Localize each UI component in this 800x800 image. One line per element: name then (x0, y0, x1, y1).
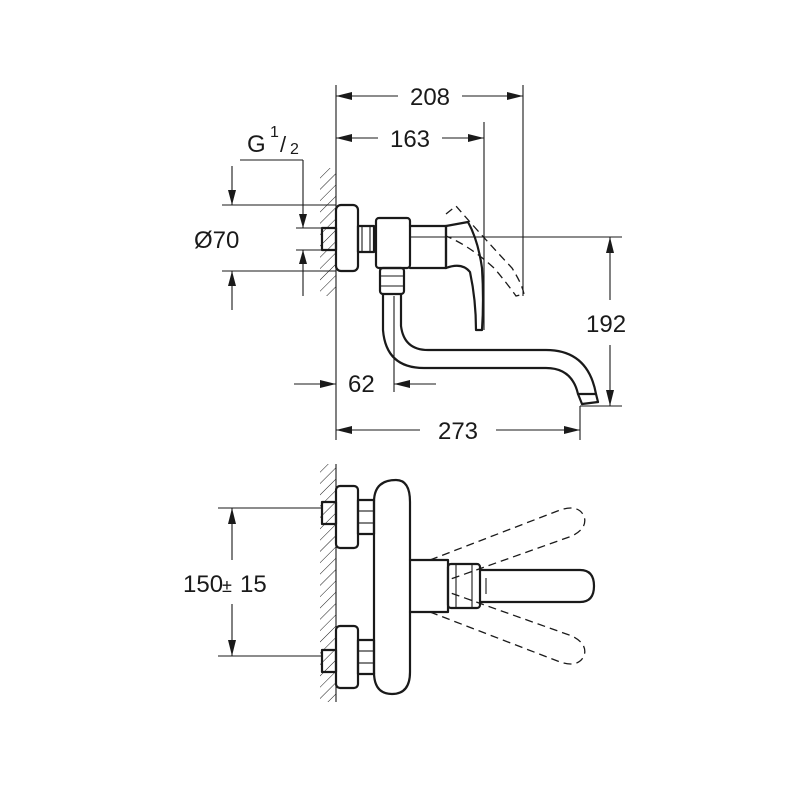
lever-swing-left (429, 507, 586, 581)
dim-centers-tolerance: 15 (240, 571, 267, 598)
escutcheon-top (334, 484, 360, 550)
spout-inner (399, 292, 600, 404)
lever-side (444, 220, 485, 332)
lever-plan (478, 568, 596, 604)
thread-letter: G (247, 131, 266, 158)
spout-swivel (378, 266, 406, 296)
lever-alt-position (445, 205, 525, 297)
plan-dimensions: 150 ± 15 (183, 507, 322, 657)
thread-denominator: 2 (290, 141, 299, 158)
nut-top (356, 498, 376, 536)
plan-view (320, 464, 596, 702)
escutcheon-side (334, 203, 360, 273)
mixer-body-plan (372, 478, 412, 696)
spout-outer (381, 292, 584, 406)
nut-bottom (356, 638, 376, 676)
escutcheon-bottom (334, 624, 360, 690)
dim-spout-reach: 273 (438, 418, 478, 445)
svg-text:/: / (280, 132, 287, 157)
mixer-body-side (374, 216, 412, 270)
wall-hatch-side (320, 168, 336, 296)
cartridge (446, 562, 482, 610)
dim-escutcheon-diameter: Ø70 (194, 227, 239, 254)
dim-height: 192 (586, 311, 626, 338)
cartridge-housing (408, 558, 450, 614)
dim-spout-offset: 62 (348, 371, 375, 398)
thread-numerator: 1 (270, 124, 279, 141)
dim-centers-value: 150 (183, 571, 223, 598)
dim-overall-depth: 208 (410, 84, 450, 111)
nut-side (356, 224, 376, 254)
dim-lever-depth: 163 (390, 126, 430, 153)
side-dimensions: 208 163 G 1 / 2 Ø70 (194, 84, 626, 445)
thread-label: G 1 / 2 (247, 124, 299, 158)
side-view (320, 85, 600, 440)
dim-centers-tolerance-sign: ± (222, 576, 232, 596)
aerator (576, 392, 600, 406)
lever-swing-right (429, 591, 586, 665)
